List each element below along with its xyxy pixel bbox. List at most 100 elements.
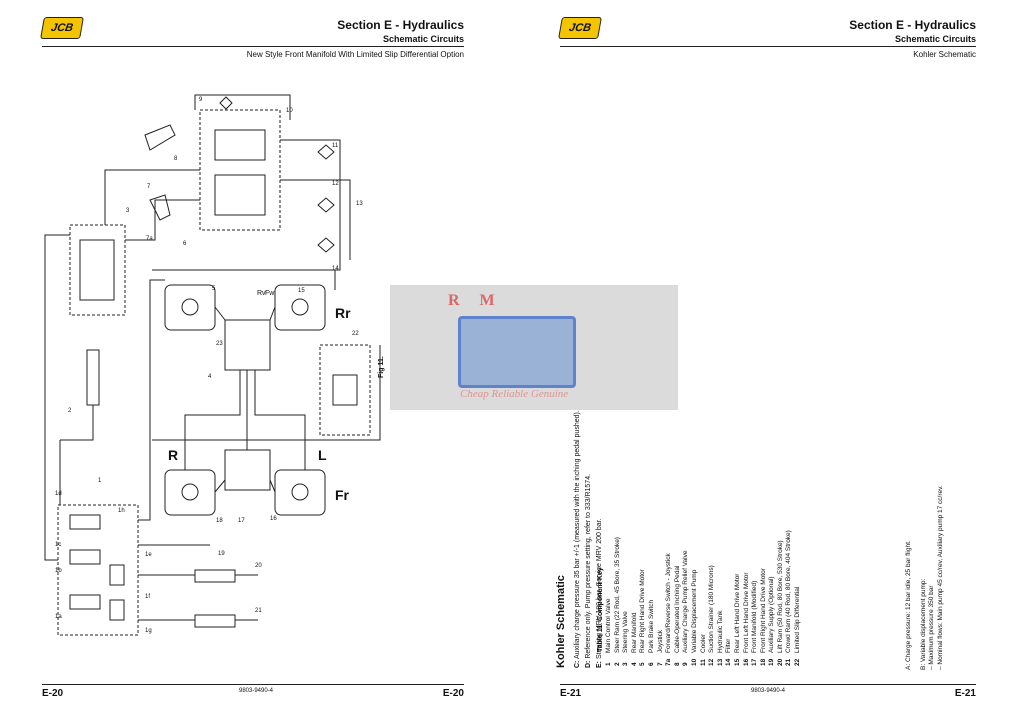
- key-row: 7a Forward/Reverse Switch - Joystick: [665, 446, 674, 666]
- wheel-label-fr: Fr: [335, 487, 350, 503]
- filter: [317, 237, 335, 253]
- key-number: 4: [630, 662, 638, 666]
- callout-22: 22: [352, 331, 359, 337]
- callout-8: 8: [174, 156, 178, 162]
- key-number: 18: [759, 658, 767, 666]
- callout-1d: 1d: [55, 491, 62, 497]
- suction-strainer: [317, 197, 335, 213]
- callout-11: 11: [332, 143, 339, 149]
- callout-17: 17: [238, 518, 245, 524]
- main-control-valve: [57, 504, 139, 636]
- footer-rule: [42, 684, 464, 685]
- key-number: 1: [605, 662, 612, 666]
- watermark-logo-icon: [458, 316, 576, 388]
- callout-12: 12: [332, 181, 339, 187]
- callout-1h: 1h: [118, 508, 125, 514]
- key-number: 7a: [665, 658, 673, 666]
- lift-ram: [194, 569, 236, 583]
- key-row: 3 Steering Valve: [622, 446, 631, 666]
- key-label: Hydraulic Tank: [716, 610, 724, 653]
- wheel-label-rr: Rr: [335, 305, 351, 321]
- key-label: Steering Valve: [622, 611, 630, 653]
- pump-assembly: [199, 109, 281, 231]
- page-number-left: E-21: [560, 688, 582, 699]
- callout-9: 9: [199, 97, 203, 103]
- key-label: Filter: [725, 638, 733, 653]
- key-number: 11: [699, 659, 707, 666]
- callout-13: 13: [356, 201, 363, 207]
- port-label-fw: Fw: [265, 290, 275, 297]
- relief-valve: [219, 96, 233, 110]
- spec-b1: – Maximum pressure 350 bar: [928, 585, 935, 670]
- jcb-logo: JCB: [558, 17, 602, 39]
- callout-5: 5: [212, 286, 216, 292]
- callout-7: 7: [147, 184, 151, 190]
- header-rule: [560, 46, 976, 47]
- key-row: 2 Steer Ram (22 Rod, 45 Bore, 35 Stroke): [614, 446, 623, 666]
- left-page: JCB Section E - Hydraulics Schematic Cir…: [40, 17, 464, 699]
- wheel-label-r: R: [168, 447, 178, 463]
- right-page: JCB Section E - Hydraulics Schematic Cir…: [512, 0, 1024, 723]
- key-label: Main Control Valve: [605, 598, 612, 653]
- callout-6: 6: [183, 241, 187, 247]
- key-label: Auxiliary Charge Pump Relief Valve: [682, 550, 690, 653]
- key-number: 14: [725, 658, 733, 666]
- callout-1: 1: [98, 478, 102, 484]
- key-label: Forward/Reverse Switch - Joystick: [665, 553, 673, 653]
- key-label: Rear Manifold: [630, 612, 638, 653]
- rear-left-motor: [164, 284, 216, 331]
- document-number: 9803-9490-4: [238, 688, 274, 694]
- callout-1f: 1f: [145, 594, 150, 600]
- key-row: 9 Auxiliary Charge Pump Relief Valve: [682, 446, 691, 666]
- key-label: Steer Ram (22 Rod, 45 Bore, 35 Stroke): [613, 537, 621, 653]
- figure-caption: New Style Front Manifold With Limited Sl…: [246, 50, 464, 59]
- key-label: Cable-Operated Inching Pedal: [673, 565, 681, 653]
- callout-4: 4: [208, 374, 212, 380]
- callout-20: 20: [255, 563, 262, 569]
- callout-2: 2: [68, 408, 72, 414]
- callout-1g: 1g: [145, 628, 152, 634]
- figure-label: Fig 11.: [378, 356, 385, 378]
- key-number: 2: [613, 662, 621, 666]
- key-number: 6: [647, 662, 655, 666]
- callout-1e: 1e: [145, 552, 152, 558]
- key-label: Joystick: [656, 629, 664, 653]
- callout-1a: 1a: [55, 614, 62, 620]
- steering-valve: [69, 224, 126, 316]
- key-number: 8: [673, 662, 681, 666]
- callout-1c: 1c: [55, 542, 61, 548]
- callout-10: 10: [286, 108, 293, 114]
- key-row: 1 Main Control Valve: [605, 446, 614, 666]
- callout-23: 23: [216, 341, 223, 347]
- key-number: 20: [776, 658, 784, 666]
- key-label: Rear Left Hand Drive Motor: [733, 573, 741, 653]
- key-label: Suction Strainer (180 Microns): [708, 565, 716, 653]
- front-right-motor: [274, 469, 326, 516]
- wheel-label-l: L: [318, 447, 327, 463]
- section-title: Section E - Hydraulics: [849, 18, 976, 32]
- callout-19: 19: [218, 551, 225, 557]
- header-rule: [42, 46, 464, 47]
- pump-spec-notes: A: Charge pressure: 12 bar idle, 25 bar …: [905, 470, 945, 670]
- key-number: 5: [639, 662, 647, 666]
- section-subtitle: Schematic Circuits: [382, 34, 464, 44]
- hydraulic-schematic: 1 1d 1h 1c 1e 1b 1f 1a 1g 2 3 4 5 6 7 7a…: [44, 94, 381, 636]
- key-label: Front Left Hand Drive Motor: [742, 572, 750, 653]
- callout-3: 3: [126, 208, 130, 214]
- crowd-ram: [194, 614, 236, 628]
- key-row: 14 Filter: [725, 446, 734, 666]
- key-number: 9: [682, 662, 690, 666]
- spec-a: A: Charge pressure: 12 bar idle, 25 bar …: [905, 540, 912, 670]
- callout-21: 21: [255, 608, 262, 614]
- section-subtitle: Schematic Circuits: [894, 34, 976, 44]
- key-number: 13: [716, 658, 724, 666]
- section-title: Section E - Hydraulics: [337, 18, 464, 32]
- key-number: 3: [622, 662, 630, 666]
